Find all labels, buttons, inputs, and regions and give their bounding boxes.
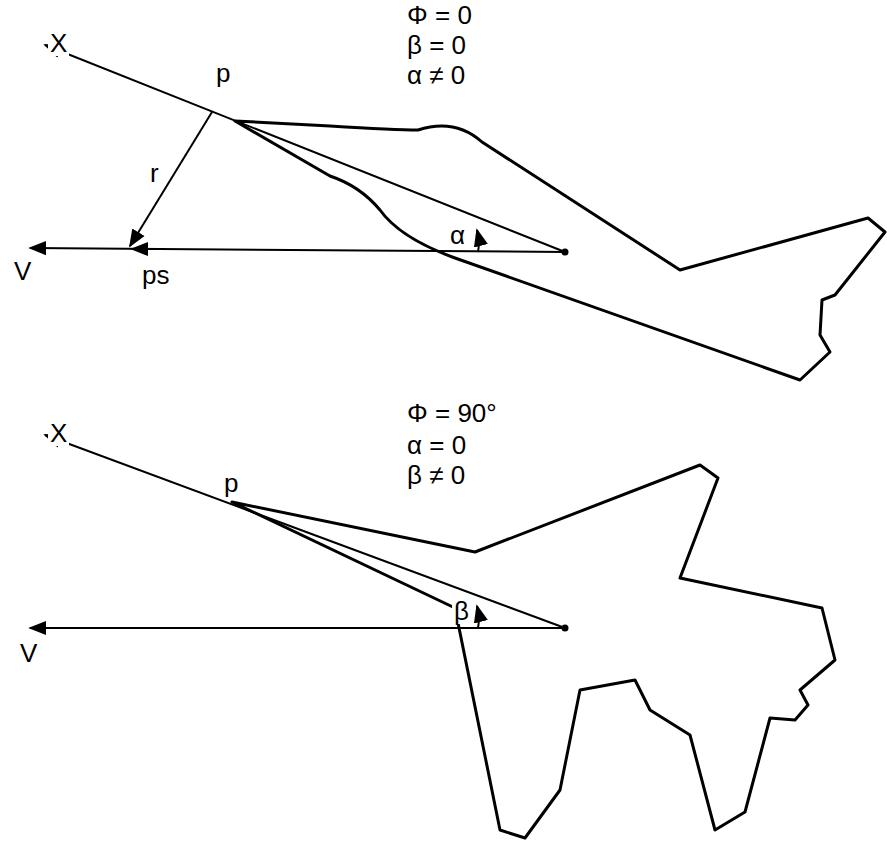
point-label: ps	[140, 262, 171, 288]
condition-label: Φ = 90°	[405, 400, 499, 426]
condition-label: Φ = 0	[405, 2, 474, 28]
radius-label: r	[148, 160, 161, 186]
angle-arc	[477, 230, 479, 252]
reference-dot	[562, 249, 569, 256]
point-label: p	[222, 470, 240, 496]
velocity-mark	[132, 248, 165, 250]
point-label: p	[214, 60, 232, 86]
angle-label: β	[452, 598, 471, 624]
x-axis	[45, 435, 565, 628]
vector-label: V	[12, 258, 33, 284]
condition-label: β ≠ 0	[405, 462, 467, 488]
angle-arc	[477, 606, 479, 628]
radius-line	[130, 112, 212, 246]
axis-label: X	[48, 420, 69, 446]
velocity-vector	[30, 627, 565, 629]
aircraft-top-view	[232, 465, 835, 838]
condition-label: β = 0	[405, 32, 468, 58]
vector-label: V	[18, 640, 39, 666]
angle-label: α	[448, 222, 467, 248]
x-axis	[45, 45, 565, 252]
condition-label: α ≠ 0	[405, 62, 467, 88]
condition-label: α = 0	[405, 432, 468, 458]
velocity-vector	[30, 248, 565, 252]
axis-label: X	[48, 30, 69, 56]
reference-dot	[562, 625, 569, 632]
